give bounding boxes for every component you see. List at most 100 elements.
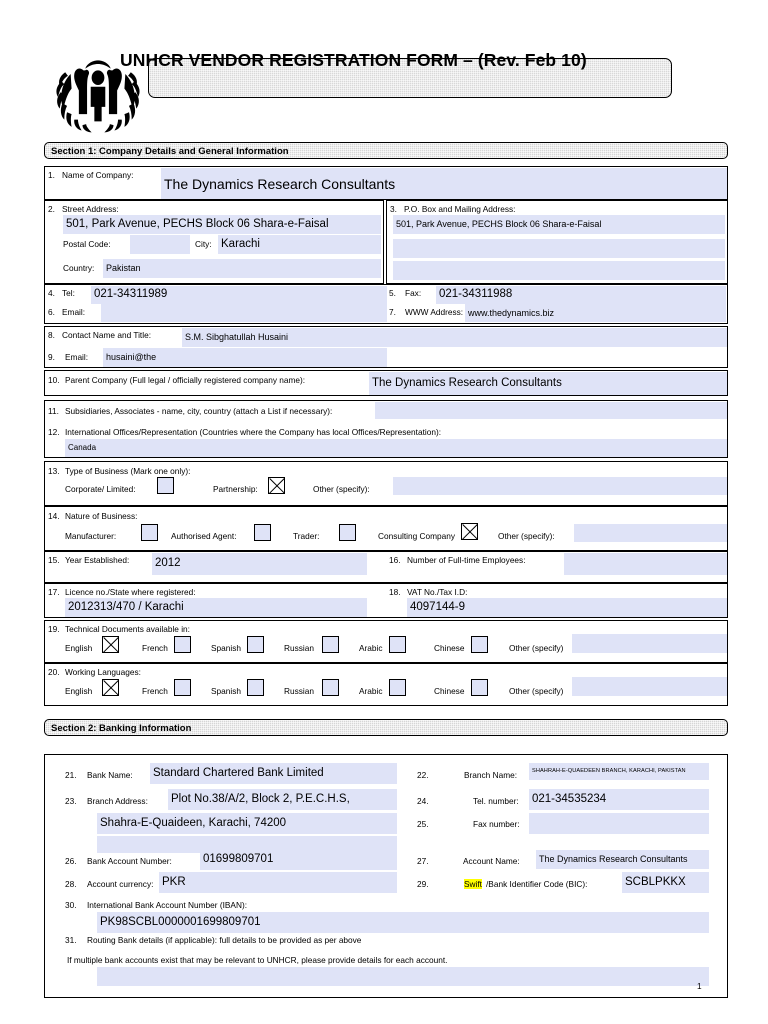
field-25-fax-input[interactable] [529,813,709,834]
field-13-number: 13. [48,466,60,476]
field-5-fax-input[interactable]: 021-34311988 [436,286,726,304]
field-19-lang-2-label: Spanish [211,643,241,653]
field-2-street-address-box: 2. Street Address: 501, Park Avenue, PEC… [44,200,384,284]
field-13-option-2-label: Other (specify): [313,484,370,494]
field-23-branch-address-line3[interactable] [97,836,397,853]
field-16-employees-input[interactable] [564,553,727,575]
unhcr-logo-icon [52,54,144,136]
checkbox-working-arabic[interactable] [389,679,406,696]
field-22-number: 22. [417,770,429,780]
field-15-number: 15. [48,555,60,565]
field-1-company-name-input[interactable]: The Dynamics Research Consultants [161,168,727,199]
field-23-branch-address-line1[interactable]: Plot No.38/A/2, Block 2, P.E.C.H.S, [168,789,397,810]
checkbox-partnership[interactable] [268,477,285,494]
fields-8-9-contact-person-box: 8. Contact Name and Title: S.M. Sibghatu… [44,326,728,368]
fields-4-7-contact-box: 4. Tel: 021-34311989 5. Fax: 021-3431198… [44,284,728,324]
field-22-branch-name-input[interactable]: SHAHRAH-E-QUAEDEEN BRANCH, KARACHI, PAKI… [529,763,709,780]
field-17-label: Licence no./State where registered: [65,587,196,597]
field-7-label: WWW Address: [405,307,464,317]
field-30-label: International Bank Account Number (IBAN)… [87,900,248,910]
field-15-year-input[interactable]: 2012 [152,553,367,575]
multiple-accounts-input[interactable] [97,967,709,986]
field-2-number: 2. [48,204,55,214]
field-9-email-input[interactable]: husaini@the [103,348,387,367]
checkbox-working-russian[interactable] [322,679,339,696]
field-25-label: Fax number: [473,819,520,829]
field-16-number: 16. [389,555,401,565]
field-26-label: Bank Account Number: [87,856,172,866]
field-17-licence-input[interactable]: 2012313/470 / Karachi [65,598,367,617]
field-20-lang-0-label: English [65,686,93,696]
checkbox-consulting-company[interactable] [461,523,478,540]
field-21-bank-name-input[interactable]: Standard Chartered Bank Limited [150,763,397,784]
field-28-label: Account currency: [87,879,154,889]
checkbox-working-french[interactable] [174,679,191,696]
field-2-city-label: City: [195,239,212,249]
field-12-number: 12. [48,427,60,437]
checkbox-manufacturer[interactable] [141,524,158,541]
field-29-number: 29. [417,879,429,889]
field-6-email-input[interactable] [101,304,387,322]
checkbox-techdoc-english[interactable] [102,636,119,653]
field-30-number: 30. [65,900,77,910]
field-20-lang-5-label: Chinese [434,686,465,696]
checkbox-corporate-limited[interactable] [157,477,174,494]
checkbox-techdoc-chinese[interactable] [471,636,488,653]
field-3-line1-input[interactable]: 501, Park Avenue, PECHS Block 06 Shara-e… [393,215,725,234]
checkbox-techdoc-spanish[interactable] [247,636,264,653]
field-11-subsidiaries-input[interactable] [375,402,727,419]
field-19-other-input[interactable] [572,634,727,653]
field-22-label: Branch Name: [464,770,518,780]
checkbox-techdoc-french[interactable] [174,636,191,653]
checkbox-techdoc-arabic[interactable] [389,636,406,653]
field-3-line2-input[interactable] [393,239,725,258]
field-13-type-of-business-box: 13. Type of Business (Mark one only): Co… [44,461,728,506]
field-24-tel-input[interactable]: 021-34535234 [529,789,709,810]
field-18-vat-input[interactable]: 4097144-9 [407,598,727,617]
field-19-other-label: Other (specify) [509,643,564,653]
field-20-other-label: Other (specify) [509,686,564,696]
field-8-contact-name-input[interactable]: S.M. Sibghatullah Husaini [182,328,727,347]
field-13-other-input[interactable] [393,477,727,495]
field-7-www-input[interactable]: www.thedynamics.biz [465,304,726,322]
banking-information-box: 21. Bank Name: Standard Chartered Bank L… [44,754,728,998]
field-2-country-label: Country: [63,263,95,273]
field-2-postal-input[interactable] [130,235,190,254]
field-27-account-name-input[interactable]: The Dynamics Research Consultants [536,850,709,869]
checkbox-authorised-agent[interactable] [254,524,271,541]
field-23-branch-address-line2[interactable]: Shahra-E-Quaideen, Karachi, 74200 [97,813,397,834]
field-29-bic-input[interactable]: SCBLPKKX [622,872,709,893]
checkbox-techdoc-russian[interactable] [322,636,339,653]
field-31-number: 31. [65,935,77,945]
field-14-option-4-label: Other (specify): [498,531,555,541]
field-2-country-input[interactable]: Pakistan [103,259,381,278]
field-17-number: 17. [48,587,60,597]
field-14-other-input[interactable] [574,524,727,542]
checkbox-working-english[interactable] [102,679,119,696]
field-20-lang-1-label: French [142,686,168,696]
field-2-street-input[interactable]: 501, Park Avenue, PECHS Block 06 Shara-e… [63,215,381,234]
field-12-intl-offices-input[interactable]: Canada [65,439,727,457]
field-12-label: International Offices/Representation (Co… [65,427,442,437]
field-26-account-number-input[interactable]: 01699809701 [200,849,397,870]
field-9-number: 9. [48,352,55,362]
field-4-tel-input[interactable]: 021-34311989 [91,286,387,304]
field-28-currency-input[interactable]: PKR [159,872,397,893]
field-2-city-input[interactable]: Karachi [218,235,381,254]
field-30-iban-input[interactable]: PK98SCBL0000001699809701 [97,912,709,933]
field-19-lang-4-label: Arabic [359,643,383,653]
checkbox-working-chinese[interactable] [471,679,488,696]
checkbox-working-spanish[interactable] [247,679,264,696]
checkbox-trader[interactable] [339,524,356,541]
field-10-parent-company-input[interactable]: The Dynamics Research Consultants [369,372,727,395]
field-3-number: 3. [390,204,397,214]
field-20-other-input[interactable] [572,677,727,696]
field-3-po-box-box: 3. P.O. Box and Mailing Address: 501, Pa… [386,200,728,284]
field-11-label: Subsidiaries, Associates - name, city, c… [65,406,333,416]
field-10-parent-company-box: 10. Parent Company (Full legal / officia… [44,370,728,396]
field-14-number: 14. [48,511,60,521]
field-5-label: Fax: [405,288,422,298]
field-3-line3-input[interactable] [393,261,725,280]
field-2-label: Street Address: [62,204,119,214]
